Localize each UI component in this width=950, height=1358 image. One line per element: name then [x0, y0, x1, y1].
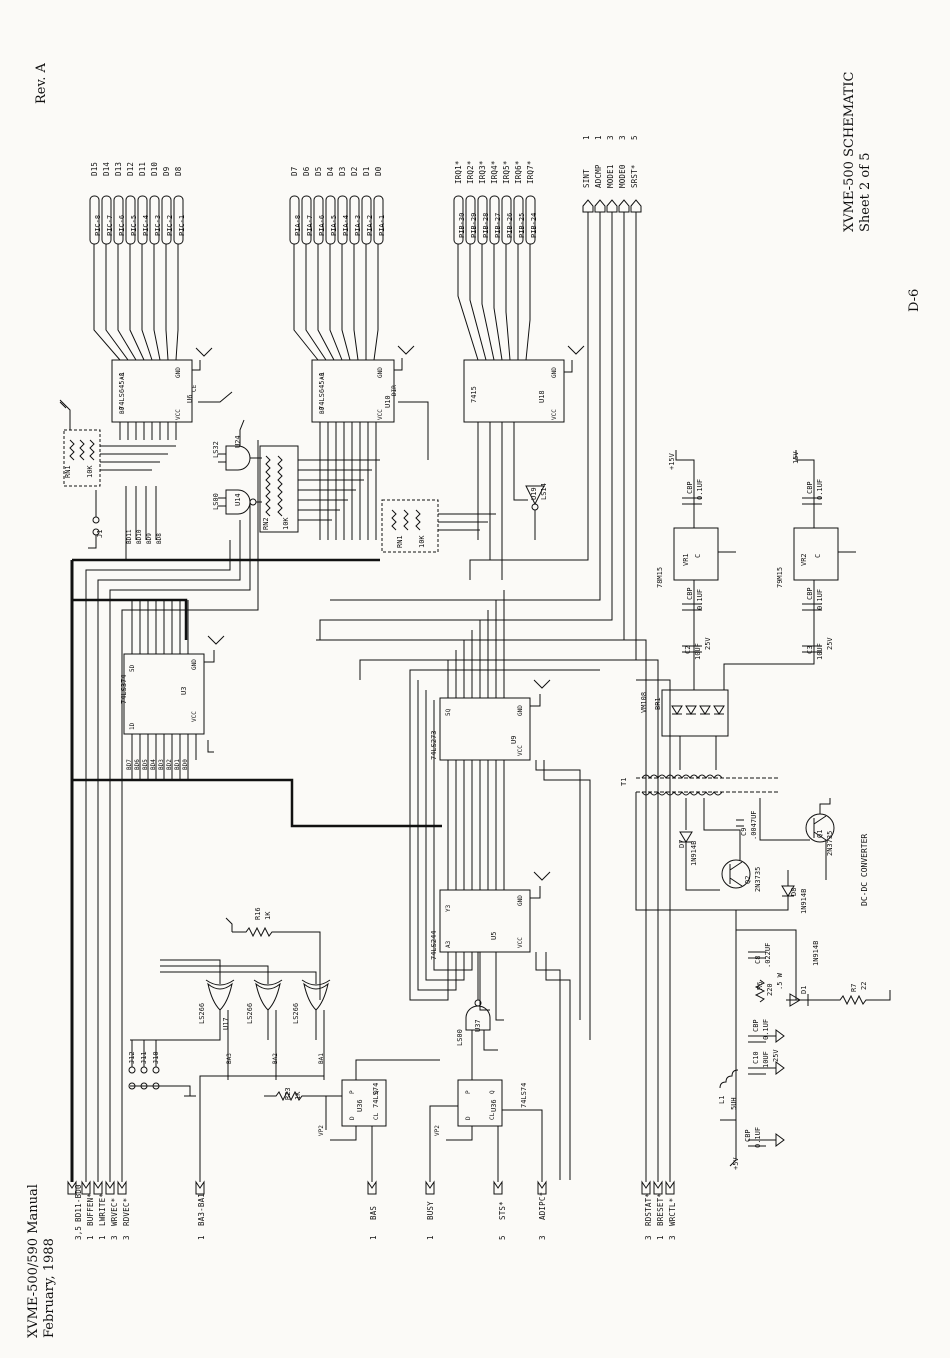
svg-text:VCC: VCC [175, 409, 182, 420]
rn1-network [59, 399, 176, 487]
svg-text:Y3: Y3 [445, 904, 452, 912]
vr1-regulator: C [673, 527, 719, 581]
top-right-ports [582, 199, 642, 213]
u14-gate [218, 489, 262, 515]
svg-text:GND: GND [191, 659, 198, 670]
q1-transistor [805, 798, 835, 880]
svg-text:Q: Q [489, 1090, 496, 1094]
pic-connectors [89, 195, 184, 245]
svg-text:VCC: VCC [377, 409, 384, 420]
svg-text:A3: A3 [445, 940, 452, 948]
svg-text:GND: GND [175, 367, 182, 378]
u18-chip: GND VCC [463, 359, 565, 423]
u10-chip: A0 B0 GND VCC DIR [311, 359, 398, 423]
svg-text:CL: CL [373, 1112, 380, 1120]
vr2-regulator: C [793, 527, 839, 581]
u24-gate [218, 419, 262, 471]
svg-text:CL: CL [489, 1112, 496, 1120]
u19-inverter [525, 485, 545, 540]
rn2-network [259, 445, 380, 533]
q2-transistor [721, 859, 751, 889]
svg-text:GND: GND [377, 367, 384, 378]
bottom-ports [67, 1180, 675, 1195]
svg-text:CE: CE [191, 384, 198, 392]
d7-diode [679, 831, 720, 891]
svg-text:D: D [465, 1116, 472, 1120]
svg-text:B0: B0 [119, 406, 126, 414]
svg-text:VCC: VCC [517, 745, 524, 756]
svg-text:D: D [349, 1116, 356, 1120]
svg-text:DIR: DIR [391, 385, 398, 396]
br1-bridge [661, 689, 729, 737]
svg-text:P: P [349, 1090, 356, 1094]
j1-jumper [88, 490, 100, 549]
d8-diode [720, 870, 795, 911]
svg-text:VCC: VCC [551, 409, 558, 420]
pia-connectors [289, 195, 384, 245]
u6-chip: B0 A8 GND VCC CE [111, 359, 198, 423]
svg-text:P: P [465, 1090, 472, 1094]
u36b-chip: P D Q CL [457, 1079, 503, 1127]
u37-gate [465, 952, 498, 1080]
svg-text:5Q: 5Q [445, 708, 452, 716]
svg-text:1D: 1D [129, 722, 136, 730]
svg-text:Q: Q [373, 1090, 380, 1094]
svg-text:5D: 5D [129, 664, 136, 672]
j10-12-jumpers [128, 1040, 196, 1097]
t1-transformer [636, 774, 780, 796]
svg-text:A8: A8 [119, 372, 126, 380]
svg-text:VCC: VCC [191, 711, 198, 722]
svg-text:B0: B0 [319, 406, 326, 414]
svg-text:VCC: VCC [517, 937, 524, 948]
svg-text:A0: A0 [319, 372, 326, 380]
pib-connectors [453, 195, 536, 245]
svg-text:GND: GND [517, 705, 524, 716]
u5-chip: Y3 A3 GND VCC [439, 889, 531, 953]
u9-chip: 5Q GND VCC [439, 697, 531, 761]
u17-gates [130, 959, 331, 1080]
rn1b-network [381, 499, 496, 553]
svg-text:GND: GND [551, 367, 558, 378]
svg-text:C: C [694, 554, 702, 558]
svg-text:GND: GND [517, 895, 524, 906]
u3-chip: 5D 1D GND VCC [123, 653, 205, 735]
svg-text:C: C [814, 554, 822, 558]
u36a-chip: P D Q CL [341, 1079, 387, 1127]
